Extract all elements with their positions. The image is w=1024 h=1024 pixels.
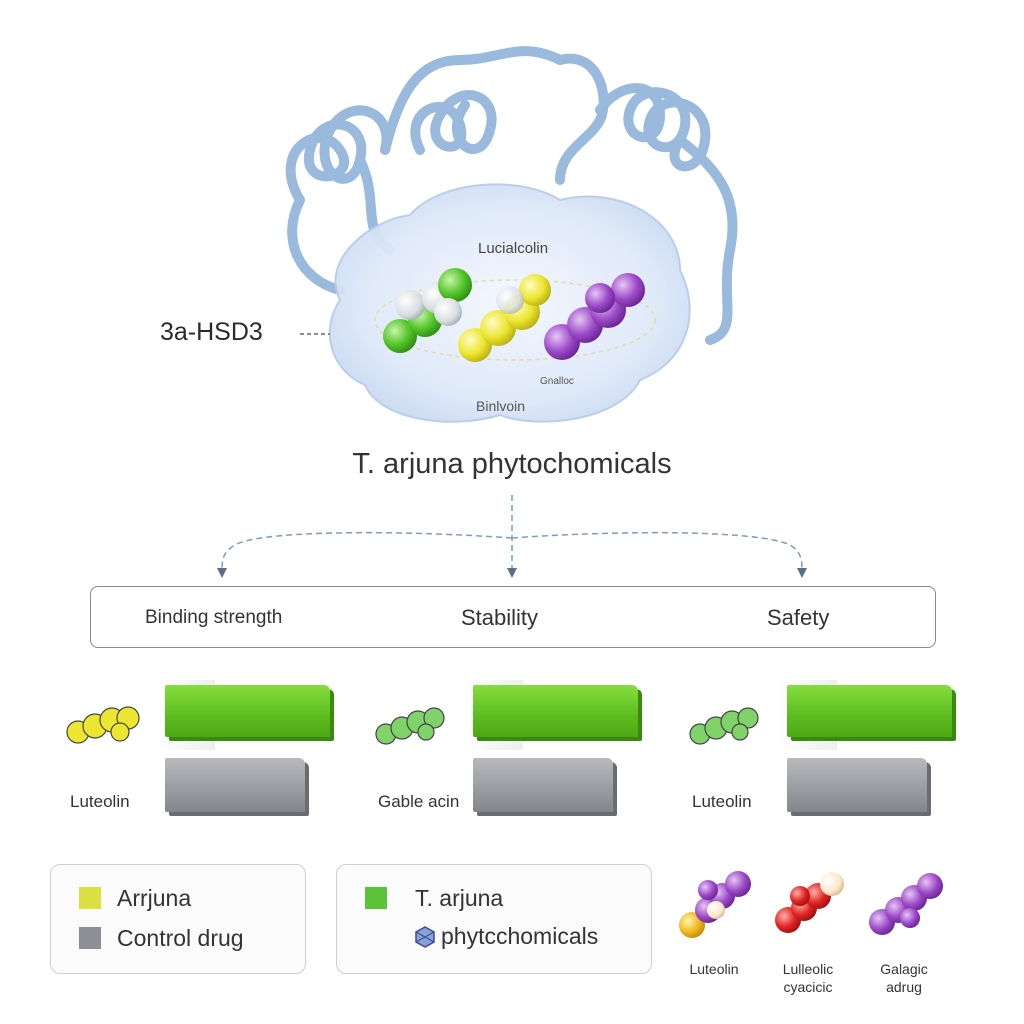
molecule-caption-line: cyacicic	[783, 979, 833, 995]
molecule-caption: Lulleolic cyacicic	[766, 960, 850, 996]
molecule-icon	[66, 706, 140, 744]
molecule-lulleolic	[775, 872, 844, 933]
site-label: Lucialcolin	[478, 240, 549, 257]
branch-connector	[217, 495, 807, 578]
legend-swatch-control	[79, 927, 101, 949]
legend-right: T. arjuna phytcchomicals	[336, 864, 652, 974]
site-label: Gnalloc	[540, 376, 574, 387]
molecule-caption: Galagic adrug	[862, 960, 946, 996]
panel-binding-strength: Luteolin	[50, 680, 350, 820]
ligand-green	[383, 268, 472, 353]
protein-illustration	[285, 46, 738, 423]
panel-stability: Gable acin	[358, 680, 658, 820]
molecule-caption-line: Galagic	[880, 961, 928, 977]
bar-arjuna	[473, 685, 638, 737]
molecule-icon	[375, 707, 445, 745]
molecule-label: Luteolin	[692, 792, 752, 811]
diagram-title: T. arjuna phytochomicals	[352, 448, 672, 480]
panel-safety: Luteolin	[672, 680, 972, 820]
bar-control-drug	[787, 758, 927, 812]
bar-control-drug	[165, 758, 305, 812]
molecule-examples	[679, 871, 943, 938]
criterion-stability: Stability	[461, 605, 539, 630]
molecule-icon	[689, 707, 759, 745]
protein-label: 3a-HSD3	[160, 318, 263, 346]
site-label: Binlvoin	[476, 398, 526, 414]
criterion-safety: Safety	[767, 605, 830, 630]
molecule-caption-line: adrug	[886, 979, 922, 995]
molecule-label: Gable acin	[378, 792, 460, 811]
legend-left: Arrjuna Control drug	[50, 864, 306, 974]
molecule-caption: Luteolin	[689, 961, 739, 977]
bar-arjuna	[787, 685, 952, 737]
legend-swatch-tarjuna	[365, 887, 387, 909]
legend-label: Control drug	[117, 925, 244, 951]
bar-arjuna	[165, 685, 330, 737]
molecule-icon	[415, 926, 435, 948]
molecule-luteolin	[679, 871, 751, 938]
criterion-binding-strength: Binding strength	[145, 607, 283, 628]
protein-ribbon	[285, 46, 738, 345]
ligand-purple	[544, 273, 645, 360]
ligand-yellow	[458, 274, 551, 362]
legend-label: Arrjuna	[117, 885, 192, 911]
molecule-label: Luteolin	[70, 792, 130, 811]
legend-label: T. arjuna	[415, 885, 504, 911]
molecule-caption-line: Lulleolic	[782, 961, 834, 977]
legend-label: phytcchomicals	[441, 923, 599, 949]
criteria-bar: Binding strength Stability Safety	[90, 586, 936, 648]
molecule-galagic	[869, 873, 943, 935]
legend-swatch-arjuna	[79, 887, 101, 909]
bar-control-drug	[473, 758, 613, 812]
